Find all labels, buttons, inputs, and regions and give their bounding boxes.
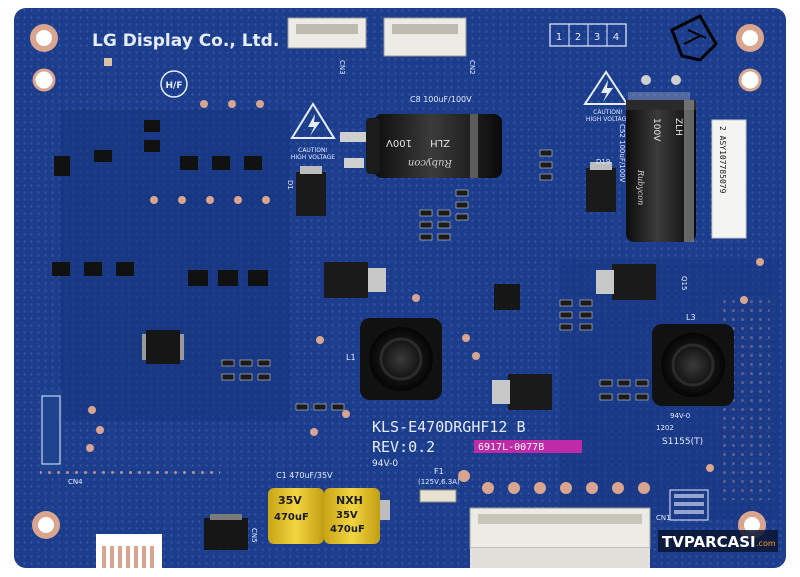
inductor-l1: L1 bbox=[346, 318, 442, 400]
svg-text:Rubycon: Rubycon bbox=[636, 169, 645, 205]
svg-text:470uF: 470uF bbox=[330, 524, 365, 535]
svg-text:HIGH VOLTAGE: HIGH VOLTAGE bbox=[586, 116, 630, 123]
svg-text:F1: F1 bbox=[434, 467, 444, 476]
ul-mark: 94V-0 bbox=[670, 412, 690, 420]
hf-mark: H/F bbox=[160, 70, 188, 98]
svg-text:ZLH: ZLH bbox=[673, 118, 683, 136]
model-label: KLS-E470DRGHF12 B bbox=[372, 418, 526, 436]
svg-text:H/F: H/F bbox=[166, 81, 183, 91]
svg-text:470uF: 470uF bbox=[274, 512, 309, 523]
revision-label: REV:0.2 bbox=[372, 438, 435, 456]
svg-text:.com: .com bbox=[756, 539, 776, 548]
marker-scribble bbox=[670, 14, 718, 62]
connector-cn3: CN3 bbox=[287, 17, 367, 75]
edge-connector-fingers bbox=[96, 534, 162, 568]
svg-text:CN3: CN3 bbox=[338, 60, 346, 75]
mosfet-left bbox=[324, 262, 386, 298]
s-code: S1155(T) bbox=[662, 437, 703, 447]
serial-sticker: 2 ASY107785079 bbox=[711, 119, 747, 239]
flammability-label: 94V-0 bbox=[372, 459, 398, 469]
svg-text:CAUTION!: CAUTION! bbox=[298, 147, 328, 154]
controller-ic-center bbox=[494, 284, 520, 310]
capacitor-c8: 100V ZLH Rubycon bbox=[366, 114, 502, 178]
smd-resistors bbox=[221, 149, 649, 411]
warning-triangle-left: CAUTION! HIGH VOLTAGE bbox=[290, 102, 336, 161]
svg-text:CN2: CN2 bbox=[468, 60, 476, 75]
controller-ic-left bbox=[142, 330, 184, 364]
svg-text:L1: L1 bbox=[346, 353, 356, 362]
watermark-logo: TVPARCASI .com bbox=[658, 530, 778, 552]
c1-label: C1 470uF/35V bbox=[276, 471, 333, 480]
mosfet-center bbox=[492, 374, 552, 410]
fuse-f1: F1 (125V,6.3A) bbox=[418, 467, 460, 503]
svg-text:(125V,6.3A): (125V,6.3A) bbox=[418, 478, 460, 486]
date-code: 1202 bbox=[656, 424, 674, 432]
mosfet-q15: Q15 bbox=[596, 264, 688, 300]
svg-text:D19: D19 bbox=[596, 158, 610, 166]
svg-text:CAUTION!: CAUTION! bbox=[593, 109, 623, 116]
svg-text:4: 4 bbox=[613, 32, 619, 43]
mounting-hole-bottom-left bbox=[32, 511, 60, 539]
svg-text:Rubycon: Rubycon bbox=[408, 157, 453, 168]
svg-text:35V: 35V bbox=[336, 510, 358, 521]
svg-text:100V: 100V bbox=[386, 137, 412, 148]
connector-cn4: CN4 bbox=[40, 390, 83, 486]
svg-text:2 ASY107785079: 2 ASY107785079 bbox=[718, 126, 727, 194]
svg-text:1: 1 bbox=[556, 32, 562, 43]
svg-text:C52 100uF/100V: C52 100uF/100V bbox=[618, 124, 626, 183]
svg-text:2: 2 bbox=[575, 32, 581, 43]
manufacturer-label: LG Display Co., Ltd. bbox=[92, 31, 279, 51]
svg-text:NXH: NXH bbox=[336, 494, 363, 507]
svg-text:3: 3 bbox=[594, 32, 600, 43]
connector-cn1: CN1 bbox=[469, 507, 671, 568]
svg-text:6917L-0077B: 6917L-0077B bbox=[478, 442, 544, 453]
diode-d1: D1 bbox=[286, 166, 326, 216]
svg-text:Q15: Q15 bbox=[680, 276, 688, 290]
svg-text:CN5: CN5 bbox=[250, 528, 258, 543]
connector-pin-numbers: 1 2 3 4 bbox=[549, 23, 627, 47]
connector-cn5: CN5 bbox=[204, 514, 258, 550]
svg-text:ZLH: ZLH bbox=[430, 137, 450, 148]
connector-cn2: CN2 bbox=[383, 17, 476, 75]
capacitor-c52: 100V ZLH Rubycon bbox=[626, 92, 696, 242]
mounting-hole-top-right bbox=[736, 24, 764, 92]
svg-text:HIGH VOLTAGE: HIGH VOLTAGE bbox=[291, 154, 335, 161]
c8-label: C8 100uF/100V bbox=[410, 95, 472, 104]
svg-text:D1: D1 bbox=[286, 180, 294, 190]
part-number-label: 6917L-0077B bbox=[474, 440, 582, 453]
svg-text:L3: L3 bbox=[686, 313, 696, 322]
svg-text:TVPARCASI: TVPARCASI bbox=[662, 533, 756, 551]
test-pads bbox=[86, 100, 764, 494]
capacitor-c1: 35V 470uF NXH 35V 470uF bbox=[268, 488, 380, 544]
small-transistors bbox=[52, 120, 268, 286]
svg-text:100V: 100V bbox=[651, 118, 661, 142]
svg-text:CN1: CN1 bbox=[656, 514, 671, 522]
svg-text:35V: 35V bbox=[278, 494, 302, 507]
warning-triangle-right: CAUTION! HIGH VOLTAGE bbox=[583, 70, 630, 123]
diode-d19: D19 bbox=[586, 158, 616, 212]
svg-text:CN4: CN4 bbox=[68, 478, 83, 486]
inductor-l3: L3 bbox=[652, 313, 734, 406]
mounting-hole-top-left bbox=[30, 24, 58, 92]
